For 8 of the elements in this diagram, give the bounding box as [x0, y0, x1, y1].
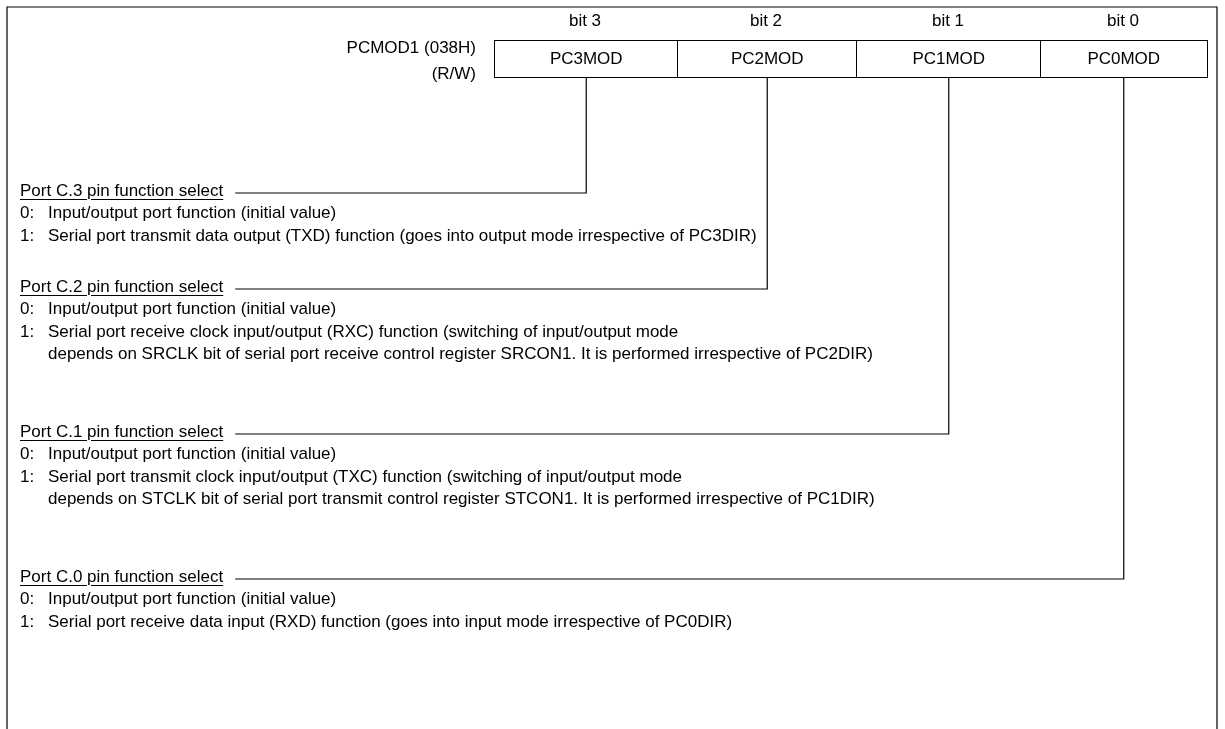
leader-line [234, 77, 768, 290]
register-bit-field: PC0MOD [1040, 40, 1208, 78]
leader-line [234, 77, 1125, 580]
leader-line [234, 77, 587, 194]
leader-line [234, 77, 950, 435]
register-bit-field: PC1MOD [856, 40, 1042, 78]
register-bit-field: PC3MOD [494, 40, 679, 78]
register-bit-field: PC2MOD [677, 40, 858, 78]
